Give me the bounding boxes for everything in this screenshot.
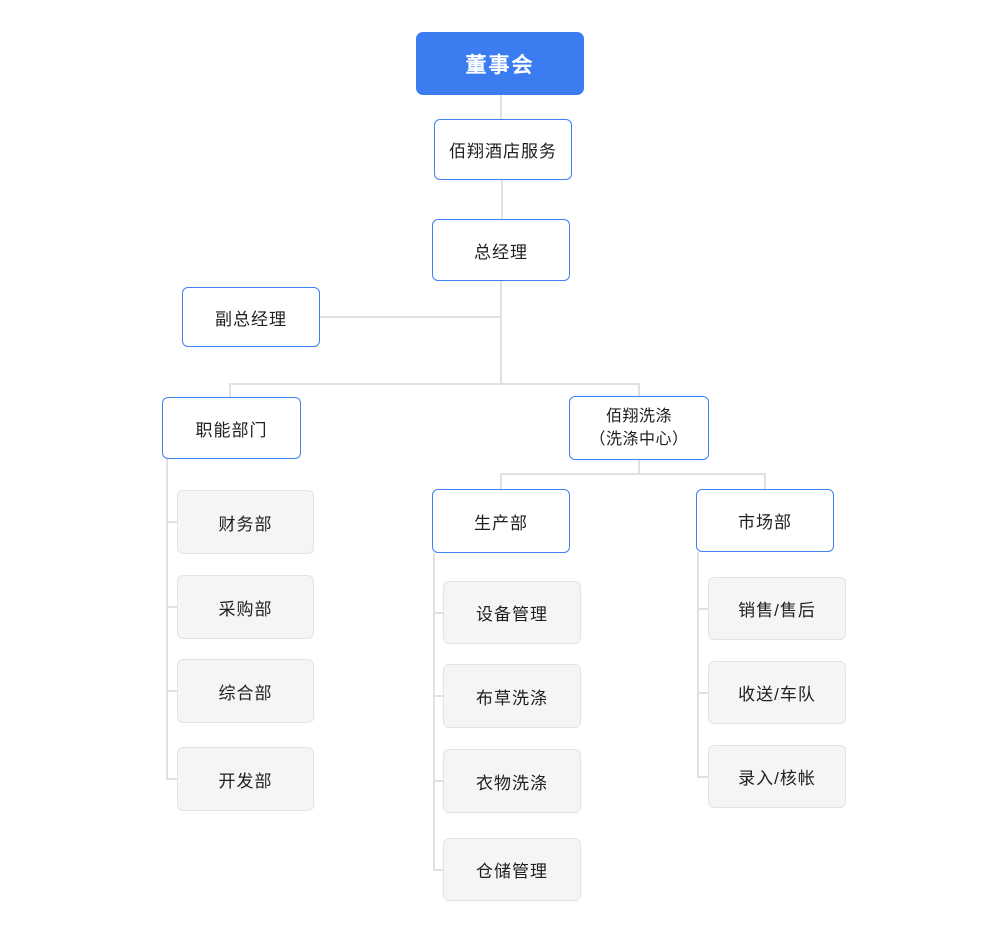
node-clothes-washing[interactable]: 衣物洗涤: [443, 749, 581, 813]
node-sales-aftersales[interactable]: 销售/售后: [708, 577, 846, 640]
node-label: 设备管理: [476, 605, 548, 624]
connector-line: [500, 473, 766, 475]
node-label: 仓储管理: [476, 862, 548, 881]
node-label: 佰翔酒店服务: [449, 142, 557, 161]
connector-line: [500, 473, 502, 490]
connector-line: [166, 459, 168, 780]
connector-line: [320, 316, 501, 318]
connector-line: [433, 695, 444, 697]
node-purchasing-dept[interactable]: 采购部: [177, 575, 314, 639]
connector-line: [166, 690, 178, 692]
node-deputy-general-manager[interactable]: 副总经理: [182, 287, 320, 347]
node-label: 销售/售后: [738, 601, 816, 620]
connector-line: [697, 608, 709, 610]
node-hotel-service[interactable]: 佰翔酒店服务: [434, 119, 572, 180]
connector-line: [697, 776, 709, 778]
connector-line: [697, 692, 709, 694]
connector-line: [501, 180, 503, 220]
node-label: 衣物洗涤: [476, 773, 548, 793]
node-label: 综合部: [218, 683, 273, 703]
connector-line: [433, 869, 444, 871]
connector-line: [764, 473, 766, 490]
node-label: 职能部门: [195, 420, 268, 440]
node-label: 采购部: [218, 599, 273, 619]
node-pickup-fleet[interactable]: 收送/车队: [708, 661, 846, 724]
node-general-affairs-dept[interactable]: 综合部: [177, 659, 314, 723]
connector-line: [229, 383, 231, 398]
connector-line: [433, 780, 444, 782]
connector-line: [166, 606, 178, 608]
connector-line: [697, 552, 699, 778]
node-entry-accounting[interactable]: 录入/核帐: [708, 745, 846, 808]
node-development-dept[interactable]: 开发部: [177, 747, 314, 811]
connector-line: [433, 553, 435, 871]
node-marketing-dept[interactable]: 市场部: [696, 489, 834, 552]
node-finance-dept[interactable]: 财务部: [177, 490, 314, 554]
node-laundry-center[interactable]: 佰翔洗涤 （洗涤中心）: [569, 396, 709, 460]
node-equipment-management[interactable]: 设备管理: [443, 581, 581, 644]
connector-line: [500, 95, 502, 120]
node-label: 布草洗涤: [476, 688, 548, 708]
node-production-dept[interactable]: 生产部: [432, 489, 570, 553]
node-label: 佰翔洗涤 （洗涤中心）: [589, 408, 689, 448]
node-label: 总经理: [474, 242, 528, 262]
node-label: 董事会: [465, 53, 535, 77]
node-board-of-directors[interactable]: 董事会: [416, 32, 584, 95]
connector-line: [166, 521, 178, 523]
connector-line: [433, 612, 444, 614]
node-label: 开发部: [218, 771, 273, 791]
connector-line: [638, 383, 640, 397]
node-label: 财务部: [218, 514, 273, 534]
node-linen-washing[interactable]: 布草洗涤: [443, 664, 581, 728]
node-label: 收送/车队: [738, 685, 816, 704]
node-functional-departments[interactable]: 职能部门: [162, 397, 301, 459]
connector-line: [229, 383, 640, 385]
node-label: 市场部: [738, 513, 792, 532]
connector-line: [500, 281, 502, 383]
node-label: 副总经理: [215, 309, 287, 329]
connector-line: [166, 778, 178, 780]
connector-line: [638, 460, 640, 474]
node-label: 录入/核帐: [738, 769, 816, 788]
node-general-manager[interactable]: 总经理: [432, 219, 570, 281]
node-label: 生产部: [474, 513, 528, 533]
node-warehouse-management[interactable]: 仓储管理: [443, 838, 581, 901]
